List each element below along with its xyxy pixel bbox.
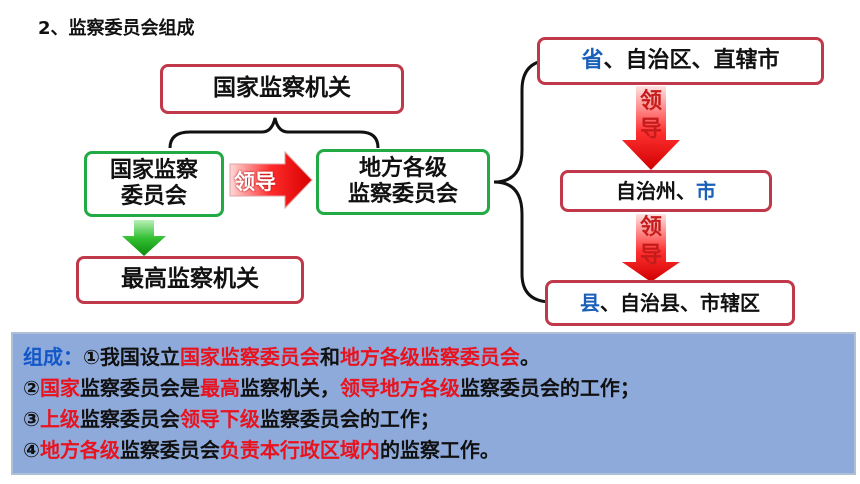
prefecture-level-box: 自治州、市 [560, 170, 772, 212]
national-supervision-organ-box: 国家监察机关 [160, 64, 404, 114]
highest-organ-label: 最高监察机关 [121, 266, 259, 293]
panel-segment: 领导地方各级 [339, 376, 460, 400]
panel-line-2: ②国家监察委员会是最高监察机关，领导地方各级监察委员会的工作； [23, 373, 844, 404]
panel-segment: 负责本行政区域内 [219, 438, 380, 462]
national-supervision-committee-box: 国家监察 委员会 [84, 151, 224, 217]
lead-arrow-vertical-1 [622, 86, 680, 170]
national-committee-line1: 国家监察 [109, 157, 198, 183]
lead-v1-char2: 导 [639, 117, 662, 142]
highest-supervision-organ-box: 最高监察机关 [76, 256, 304, 304]
lead-v2-char1: 领 [639, 215, 662, 240]
panel-segment: 地方各级监察委员会 [339, 345, 520, 369]
local-supervision-committee-box: 地方各级 监察委员会 [316, 149, 490, 215]
panel-segment: 领导下级 [179, 407, 260, 431]
panel-segment: 。 [519, 345, 540, 369]
lead-v2-char2: 导 [639, 243, 662, 268]
composition-panel: 组成：①我国设立国家监察委员会和地方各级监察委员会。 ②国家监察委员会是最高监察… [11, 332, 856, 475]
panel-segment: 的监察工作。 [379, 438, 500, 462]
panel-segment: ①我国设立 [83, 345, 180, 369]
national-supervision-organ-label: 国家监察机关 [213, 75, 351, 102]
panel-segment: 和 [319, 345, 340, 369]
prefecture-highlight: 市 [696, 179, 716, 203]
panel-segment: 监察委员会的工作； [459, 376, 640, 400]
lead-arrow-label: 领导 [234, 170, 276, 194]
panel-segment: 国家监察委员会 [179, 345, 320, 369]
panel-line-3: ③上级监察委员会领导下级监察委员会的工作； [23, 404, 844, 435]
brace-under-national-organ [168, 117, 380, 149]
section-title: 2、监察委员会组成 [38, 18, 195, 39]
province-highlight: 省 [581, 47, 604, 73]
panel-segment: 监察机关， [239, 376, 340, 400]
panel-segment: ③ [23, 407, 40, 431]
local-committee-line2: 监察委员会 [347, 182, 458, 207]
lead-v1-char1: 领 [639, 89, 662, 114]
green-down-arrow [122, 220, 166, 256]
panel-segment: ④ [23, 438, 40, 462]
brace-local-levels [493, 58, 553, 304]
county-level-box: 县、自治县、市辖区 [545, 280, 795, 326]
county-rest: 、自治县、市辖区 [600, 291, 760, 315]
panel-segment: ② [23, 376, 40, 400]
prefecture-rest: 自治州、 [616, 179, 696, 203]
lead-arrow-horizontal [229, 150, 313, 210]
national-committee-line2: 委员会 [120, 184, 187, 209]
panel-segment: 监察委员会 [119, 438, 220, 462]
panel-segment: 监察委员会是 [79, 376, 200, 400]
panel-segment: 上级 [39, 407, 80, 431]
local-committee-line1: 地方各级 [358, 155, 447, 181]
panel-line-4: ④地方各级监察委员会负责本行政区域内的监察工作。 [23, 435, 844, 466]
panel-line-1: 组成：①我国设立国家监察委员会和地方各级监察委员会。 [23, 342, 844, 373]
panel-segment: 地方各级 [39, 438, 120, 462]
panel-segment: 国家 [39, 376, 80, 400]
panel-segment: 组成： [23, 345, 83, 369]
province-level-box: 省、自治区、直辖市 [537, 37, 824, 85]
panel-segment: 最高 [199, 376, 240, 400]
province-rest: 、自治区、直辖市 [603, 47, 780, 73]
panel-segment: 监察委员会 [79, 407, 180, 431]
panel-segment: 监察委员会的工作； [259, 407, 440, 431]
county-highlight: 县 [580, 291, 600, 315]
lead-arrow-vertical-2 [622, 214, 680, 282]
